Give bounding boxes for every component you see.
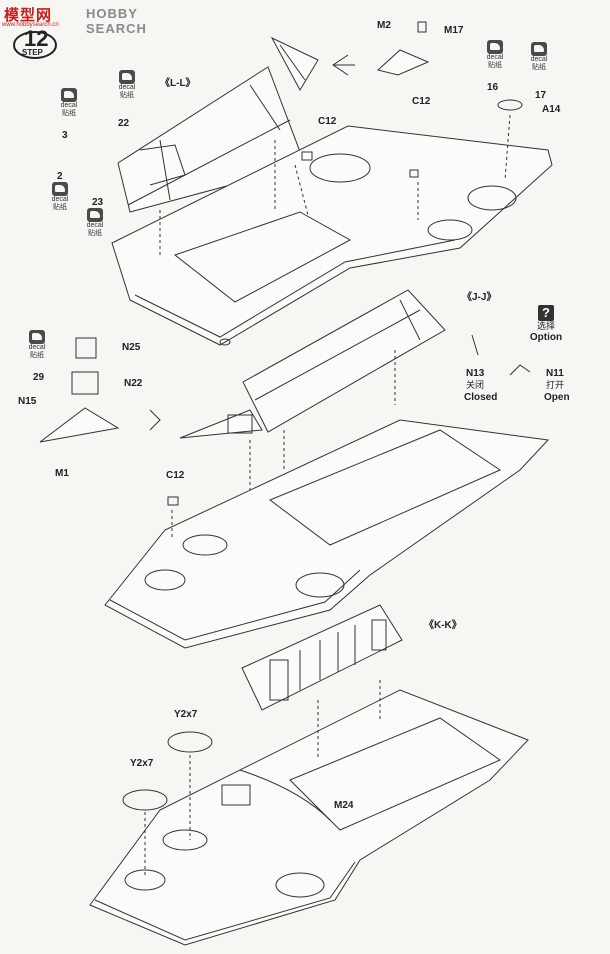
label-y2x7-upper: Y2x7 xyxy=(174,709,198,720)
step-word: STEP xyxy=(22,48,43,57)
decal-icon-3: decal 贴纸 xyxy=(54,88,84,118)
decal-box-icon xyxy=(52,182,68,196)
label-y2x7-lower: Y2x7 xyxy=(130,758,154,769)
y2x7-ring xyxy=(167,731,213,753)
step-badge-icon xyxy=(13,31,57,59)
decal-icon-2: decal 贴纸 xyxy=(45,182,75,212)
guide-lines-upper xyxy=(159,114,511,255)
kk-side-wall xyxy=(241,604,403,711)
a14-part xyxy=(497,99,523,111)
m1-part xyxy=(39,407,120,443)
n13-part xyxy=(471,334,479,356)
upper-triangle-panel xyxy=(270,36,319,92)
label-n15: N15 xyxy=(18,396,37,407)
label-decal-3: 3 xyxy=(62,130,68,141)
decal-en: decal xyxy=(60,102,78,109)
decal-en: decal xyxy=(28,344,46,351)
lower-hatch-part xyxy=(221,784,251,806)
label-decal-23: 23 xyxy=(92,197,104,208)
label-decal-29: 29 xyxy=(33,372,45,383)
label-closed-en: Closed xyxy=(464,392,498,403)
option-en: Option xyxy=(529,332,563,343)
decal-cn: 贴纸 xyxy=(62,110,76,117)
label-m24: M24 xyxy=(334,800,354,811)
label-open-cn: 打开 xyxy=(546,380,565,390)
label-m1: M1 xyxy=(55,468,69,479)
watermark-site: 模型网 xyxy=(4,7,53,24)
step-number: 12 xyxy=(24,26,49,51)
label-decal-17: 17 xyxy=(535,90,547,101)
decal-en: decal xyxy=(530,56,548,63)
y2x7-ring-2 xyxy=(122,789,168,811)
label-view-ll: 《L-L》 xyxy=(160,78,196,89)
label-view-jj: 《J-J》 xyxy=(462,292,497,303)
label-a14: A14 xyxy=(542,104,561,115)
decal-icon-17: decal 贴纸 xyxy=(524,42,554,72)
decal-en: decal xyxy=(486,54,504,61)
decal-cn: 贴纸 xyxy=(88,230,102,237)
m24-part xyxy=(239,769,331,821)
guide-lines-lower xyxy=(144,680,381,875)
decal-cn: 贴纸 xyxy=(53,204,67,211)
middle-hull xyxy=(104,419,550,649)
label-n11: N11 xyxy=(546,368,564,379)
decal-cn: 贴纸 xyxy=(30,352,44,359)
middle-triangle-panel xyxy=(179,409,263,439)
label-closed-cn: 关闭 xyxy=(466,380,485,390)
label-c12-upper: C12 xyxy=(318,116,337,127)
decal-box-icon xyxy=(61,88,77,102)
decal-box-icon xyxy=(119,70,135,84)
decal-icon-16: decal 贴纸 xyxy=(480,40,510,70)
direction-arrow-icon-2 xyxy=(149,409,161,431)
jj-side-wall xyxy=(242,289,446,433)
label-n13: N13 xyxy=(466,368,485,379)
option-callout: ? 选择 Option xyxy=(526,305,566,343)
label-view-kk: 《K-K》 xyxy=(424,620,462,631)
decal-cn: 贴纸 xyxy=(532,64,546,71)
decal-en: decal xyxy=(86,222,104,229)
middle-hatch-part xyxy=(227,414,253,434)
label-c12-middle: C12 xyxy=(166,470,185,481)
label-n22: N22 xyxy=(124,378,143,389)
option-cn: 选择 xyxy=(536,321,555,331)
decal-cn: 贴纸 xyxy=(120,92,134,99)
decal-box-icon xyxy=(487,40,503,54)
c12-part xyxy=(301,151,313,161)
label-m17: M17 xyxy=(444,25,464,36)
label-c12-upper-2: C12 xyxy=(412,96,431,107)
step-badge: 12 STEP xyxy=(12,26,58,60)
decal-en: decal xyxy=(51,196,69,203)
watermark-search: HOBBY SEARCH xyxy=(86,6,147,36)
m2-part xyxy=(376,49,430,76)
watermark-logo: 模型网 HOBBY SEARCH www.hobbysearch.cn xyxy=(0,0,160,36)
decal-box-icon xyxy=(531,42,547,56)
decal-icon-23: decal 贴纸 xyxy=(80,208,110,238)
decal-icon-29: decal 贴纸 xyxy=(22,330,52,360)
label-decal-22: 22 xyxy=(118,118,130,129)
decal-box-icon xyxy=(29,330,45,344)
direction-arrow-icon xyxy=(332,54,355,76)
guide-lines-middle xyxy=(171,350,396,540)
m17-part xyxy=(417,21,427,33)
watermark-url: www.hobbysearch.cn xyxy=(2,22,59,28)
c12-part-2 xyxy=(409,169,419,178)
n25-part xyxy=(75,337,97,359)
lower-hull xyxy=(89,689,529,946)
label-m2: M2 xyxy=(377,20,391,31)
decal-cn: 贴纸 xyxy=(488,62,502,69)
label-open-en: Open xyxy=(544,392,570,403)
label-decal-2: 2 xyxy=(57,171,63,182)
decal-box-icon xyxy=(87,208,103,222)
n11-part xyxy=(509,364,531,376)
question-icon: ? xyxy=(538,305,554,321)
upper-hull xyxy=(111,125,553,346)
c12-part-3 xyxy=(167,496,179,506)
label-decal-16: 16 xyxy=(487,82,499,93)
n22-part xyxy=(71,371,99,395)
label-n25: N25 xyxy=(122,342,141,353)
decal-icon-22: decal 贴纸 xyxy=(112,70,142,100)
decal-en: decal xyxy=(118,84,136,91)
